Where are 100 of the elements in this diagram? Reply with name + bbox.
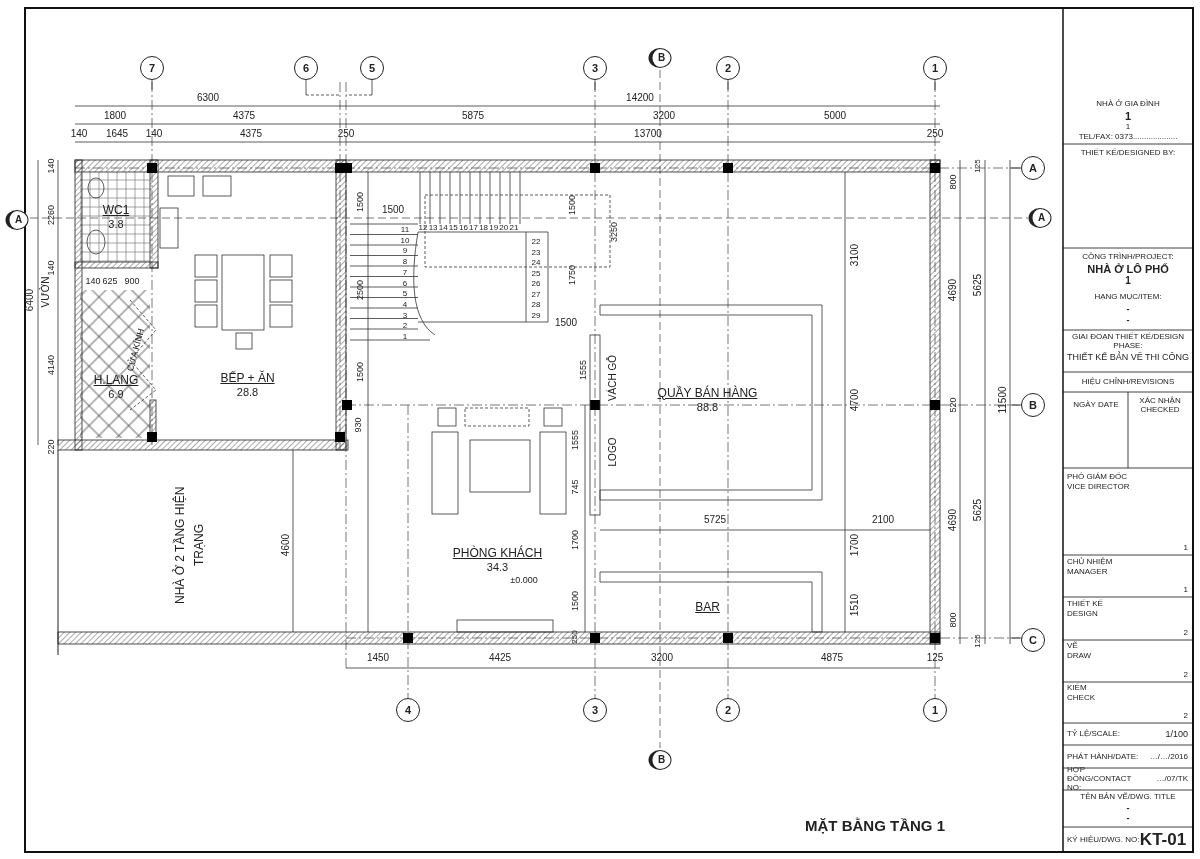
dimension-text: 1750 — [567, 265, 577, 285]
dimension-text: 125 — [926, 653, 944, 663]
dimension-text: 5875 — [461, 111, 485, 121]
dimension-text: 2260 — [46, 205, 56, 225]
dimension-text: 1700 — [570, 530, 580, 550]
stair-step-number: 19 — [489, 224, 499, 232]
dimension-text: 4375 — [239, 129, 263, 139]
stair-step-number: 11 — [400, 226, 410, 234]
title-block-text: 2 — [1183, 671, 1188, 679]
dimension-text: 5625 — [973, 498, 983, 522]
dimension-text: 2500 — [355, 280, 365, 300]
room-name: BẾP + ĂN — [220, 370, 275, 386]
title-block-text: - — [1126, 304, 1130, 314]
grid-bubble: 5 — [360, 56, 384, 80]
stair-step-number: 23 — [531, 248, 541, 257]
stair-step-number: 2 — [402, 322, 408, 331]
title-block-text: PHÓ GIÁM ĐỐC — [1067, 473, 1127, 481]
room-area-value: 88.8 — [696, 400, 719, 415]
note-text: VÁCH GỖ — [608, 354, 618, 402]
title-block-text: - — [1126, 803, 1130, 813]
dimension-text: 13700 — [634, 129, 662, 139]
note-text: VƯỜN — [41, 276, 51, 308]
room-name: BAR — [695, 600, 720, 615]
dimension-text: 4875 — [820, 653, 844, 663]
stair-step-number: 29 — [531, 311, 541, 320]
title-block-text: 1 — [1125, 276, 1131, 286]
title-block-text: …/07/TK — [1156, 775, 1188, 783]
stair-step-number: 27 — [531, 290, 541, 299]
title-block-text: THIẾT KẾ/DESIGNED BY: — [1079, 148, 1177, 158]
grid-bubble: 4 — [396, 698, 420, 722]
dimension-text: 745 — [570, 479, 580, 495]
stair-step-number: 4 — [402, 300, 408, 309]
grid-bubble: B — [1021, 393, 1045, 417]
grid-bubble: C — [1021, 628, 1045, 652]
grid-bubble: A — [1021, 156, 1045, 180]
title-block-text: CHECK — [1067, 694, 1095, 702]
stair-step-number: 18 — [479, 224, 489, 232]
dimension-text: 220 — [46, 439, 56, 455]
dimension-text: 1500 — [355, 362, 365, 382]
title-block-text: VẼ — [1067, 642, 1078, 650]
title-block-text: XÁC NHẬN CHECKED — [1138, 395, 1182, 415]
dimension-text: 4425 — [488, 653, 512, 663]
stair-step-number: 9 — [402, 247, 408, 256]
dimension-text: 800 — [948, 174, 958, 190]
grid-bubble: 6 — [294, 56, 318, 80]
stair-step-number: 16 — [458, 224, 468, 232]
dimension-text: 4690 — [948, 508, 958, 532]
dimension-text: 5625 — [973, 273, 983, 297]
dimension-text: 140 — [85, 276, 101, 286]
stair-step-number: 14 — [438, 224, 448, 232]
stair-step-number: 24 — [531, 259, 541, 267]
stair-step-number: 1 — [402, 333, 408, 341]
dimension-text: 1700 — [850, 533, 860, 557]
dimension-text: 250 — [571, 630, 579, 644]
dimension-text: 1800 — [103, 111, 127, 121]
title-block-text: 1/100 — [1165, 729, 1188, 739]
dimension-text: 1500 — [570, 591, 580, 611]
stair-step-number: 13 — [428, 224, 438, 232]
dimension-text: 1645 — [105, 129, 129, 139]
dimension-text: 125 — [974, 159, 982, 173]
dimension-text: 4690 — [948, 278, 958, 302]
dimension-text: 250 — [337, 129, 355, 139]
room-name: H.LANG — [93, 373, 139, 389]
dimension-text: 140 — [145, 129, 163, 139]
title-block-text: DRAW — [1067, 652, 1092, 660]
title-block-text: 2 — [1183, 712, 1188, 720]
title-block-text: TEL/FAX: 0373.................... — [1077, 132, 1179, 142]
dimension-text: 625 — [102, 276, 118, 286]
stair-step-number: 6 — [402, 279, 408, 288]
title-block-text: VICE DIRECTOR — [1067, 483, 1130, 491]
title-block-text: NHÀ Ở LÔ PHỐ — [1087, 263, 1169, 275]
stair-step-number: 15 — [448, 224, 458, 232]
title-block-text: 1 — [1124, 110, 1132, 122]
dimension-text: 520 — [948, 397, 958, 413]
title-block-text: 1 — [1124, 122, 1132, 132]
grid-bubble: 2 — [716, 56, 740, 80]
title-block-text: MANAGER — [1067, 568, 1108, 576]
dimension-text: 11500 — [998, 386, 1008, 414]
section-marker: B — [648, 48, 672, 68]
stair-step-number: 10 — [400, 236, 410, 245]
dimension-text: 250 — [926, 129, 944, 139]
dimension-text: 2100 — [871, 515, 895, 525]
dimension-text: 930 — [353, 417, 363, 433]
title-block-text: NGÀY DATE — [1072, 400, 1120, 410]
title-block-text: HẠNG MỤC/ITEM: — [1093, 292, 1163, 302]
dimension-text: 4375 — [232, 111, 256, 121]
title-block-text: HIỆU CHỈNH/REVISIONS — [1080, 377, 1176, 387]
dimension-text: 1510 — [850, 593, 860, 617]
stair-step-number: 26 — [531, 280, 541, 288]
stair-step-number: 8 — [402, 258, 408, 267]
section-marker: A — [1028, 208, 1052, 228]
title-block-text: 1 — [1183, 544, 1188, 552]
dimension-text: 6300 — [196, 93, 220, 103]
title-block-text: KIỂM — [1067, 684, 1087, 692]
dimension-text: 1500 — [381, 205, 405, 215]
stair-step-number: 12 — [418, 224, 428, 232]
dimension-text: 3200 — [650, 653, 674, 663]
dimension-text: 1500 — [567, 195, 577, 215]
grid-bubble: 3 — [583, 56, 607, 80]
title-block-text: CÔNG TRÌNH/PROJECT: — [1081, 252, 1175, 262]
